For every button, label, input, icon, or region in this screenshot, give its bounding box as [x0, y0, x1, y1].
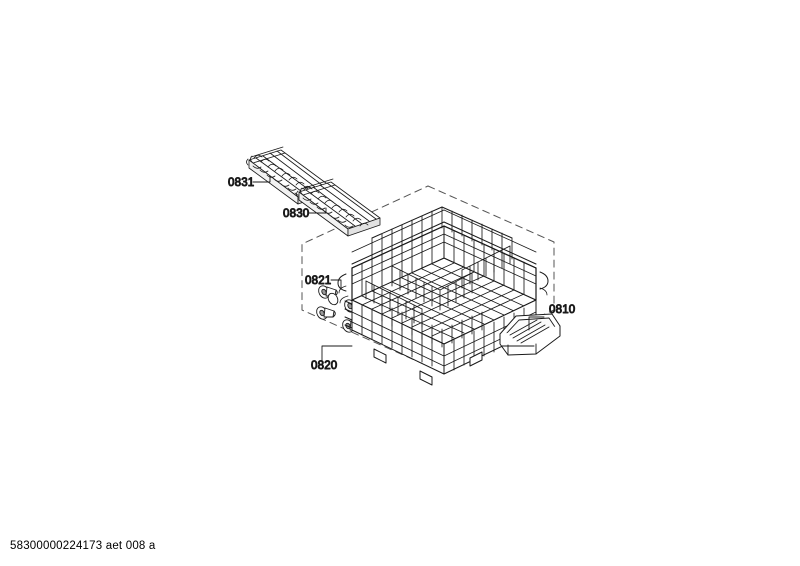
- callout-label-0821: 0821: [305, 275, 331, 287]
- leader-0821: [330, 279, 342, 290]
- tine-insert-lower-0830: [296, 178, 381, 237]
- leader-0820: [321, 345, 353, 363]
- small-tray-0810: [499, 313, 561, 356]
- callout-labels: 0831 0830 0821 0820 0810: [228, 177, 576, 373]
- callout-label-0820: 0820: [311, 360, 337, 372]
- leader-0810: [528, 316, 545, 331]
- callout-label-0831: 0831: [228, 177, 254, 189]
- callout-label-0810: 0810: [549, 304, 575, 316]
- leader-0830: [308, 207, 327, 214]
- leader-0831: [252, 175, 271, 183]
- assembly-boundary-dashed: [301, 185, 555, 367]
- leader-lines: [252, 175, 545, 363]
- callout-label-0830: 0830: [283, 208, 309, 220]
- footer-document-code: 58300000224173 aet 008 a: [10, 540, 156, 552]
- upper-basket-0820: [337, 206, 549, 386]
